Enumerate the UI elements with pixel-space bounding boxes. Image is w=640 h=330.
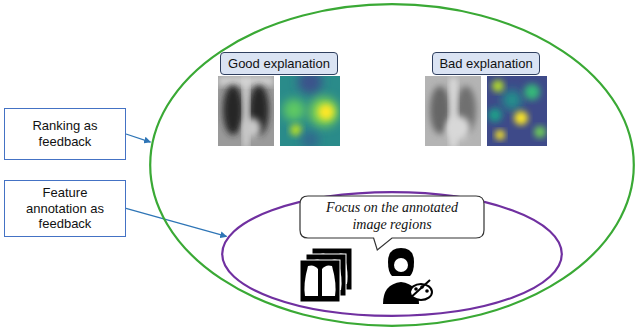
lung-masks-part-part bbox=[304, 265, 318, 296]
annotator-icon-part bbox=[425, 289, 429, 293]
feedback-box: Feature annotation as feedback bbox=[4, 180, 126, 237]
chest-xray bbox=[425, 76, 481, 146]
heatmap-bad-part bbox=[488, 108, 502, 122]
explanation-label-text: Good explanation bbox=[228, 56, 330, 72]
heatmap-bad-part bbox=[487, 76, 547, 146]
speech-bubble: Focus on the annotated image regions bbox=[300, 196, 484, 238]
feedback-box: Ranking as feedback bbox=[4, 108, 126, 160]
heatmap-bad-part bbox=[492, 80, 504, 92]
heatmap-bad-part bbox=[524, 84, 540, 100]
heatmap-bad-part bbox=[502, 90, 522, 110]
chest-xray-part bbox=[446, 116, 470, 140]
bubble-outline bbox=[300, 196, 484, 250]
annotator-icon-part bbox=[408, 280, 430, 300]
heatmap-bad-part bbox=[534, 126, 546, 138]
lung-masks-part-part bbox=[300, 260, 340, 302]
feedback-arrow bbox=[126, 134, 150, 142]
explanation-label-text: Bad explanation bbox=[439, 56, 532, 72]
explanation-label: Bad explanation bbox=[432, 52, 540, 75]
region-outline bbox=[150, 4, 634, 326]
heatmap-good-part bbox=[318, 104, 334, 120]
heatmap-good-part bbox=[283, 99, 305, 121]
chest-xray bbox=[218, 76, 274, 146]
explanation-label: Good explanation bbox=[220, 52, 338, 75]
chest-xray-part bbox=[243, 118, 261, 138]
heatmap-good-part bbox=[298, 76, 322, 94]
feedback-box-text: Feature annotation as feedback bbox=[15, 185, 115, 232]
feedback-box-text: Ranking as feedback bbox=[15, 118, 115, 149]
annotator-icon-part bbox=[388, 248, 414, 276]
region-outline bbox=[222, 192, 562, 316]
outer-region-ellipse-outline bbox=[148, 2, 636, 328]
lung-masks-part-part bbox=[322, 265, 336, 296]
chest-xray-part bbox=[223, 85, 243, 135]
heatmap-bad bbox=[487, 76, 547, 146]
heatmap-bad-part bbox=[495, 130, 505, 140]
annotator-icon bbox=[383, 248, 432, 304]
annotator-icon-part bbox=[394, 258, 408, 272]
feedback-arrow bbox=[126, 208, 227, 236]
heatmap-bad-part bbox=[514, 111, 528, 125]
annotator-icon-part bbox=[410, 284, 432, 300]
heatmap-good-part bbox=[290, 124, 302, 136]
lung-masks-part bbox=[300, 260, 340, 302]
heatmap-good-part bbox=[309, 97, 339, 127]
lung-masks bbox=[300, 248, 352, 302]
outer-region-ellipse: Good explanation Bad explanationFocus on … bbox=[148, 2, 636, 328]
speech-bubble-text: Focus on the annotated image regions bbox=[314, 200, 470, 234]
inner-region-ellipse: Focus on the annotated image regions bbox=[220, 190, 564, 318]
heatmap-good bbox=[280, 76, 340, 146]
heatmap-good-part bbox=[301, 131, 319, 146]
